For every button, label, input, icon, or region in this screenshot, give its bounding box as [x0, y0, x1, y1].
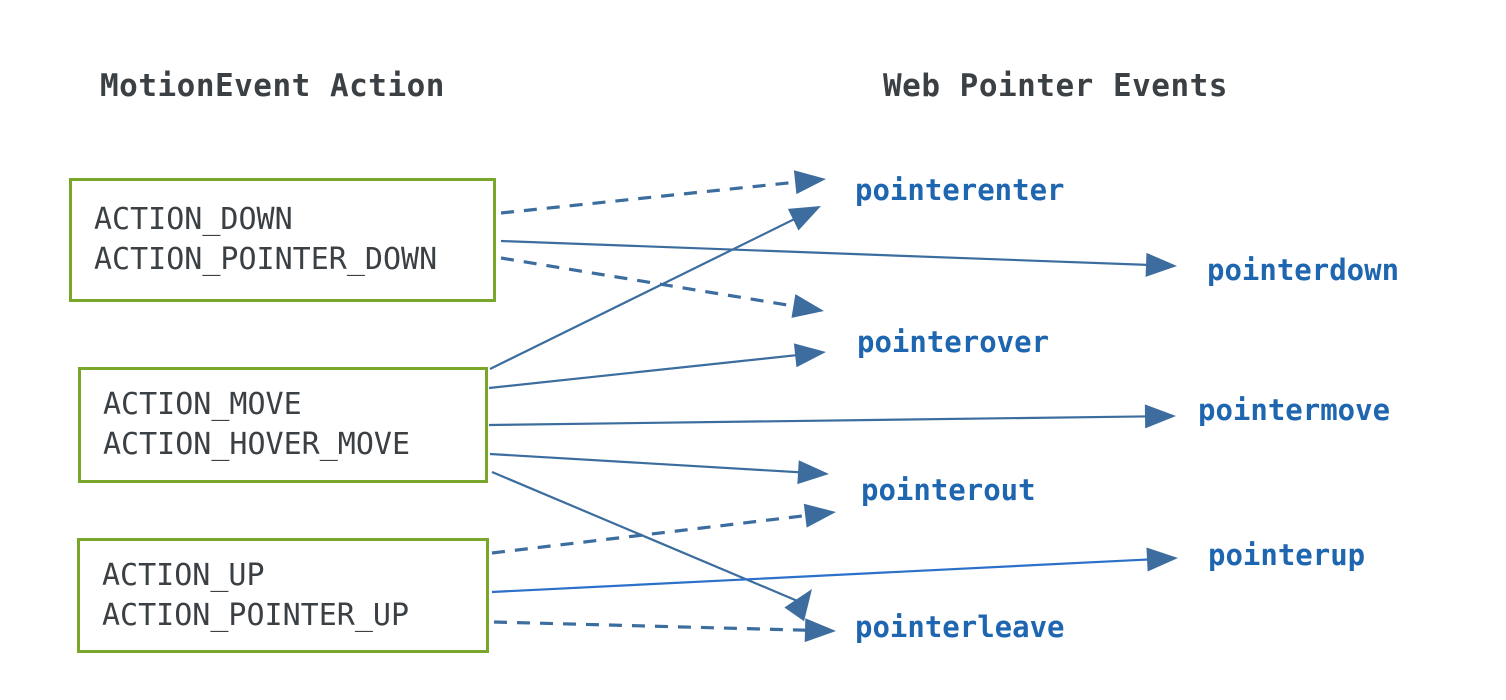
- arrowhead-icon: [797, 460, 829, 485]
- event-label-pointerenter: pointerenter: [855, 173, 1065, 207]
- event-label-pointerleave: pointerleave: [855, 610, 1065, 644]
- action-label: ACTION_POINTER_DOWN: [94, 242, 438, 277]
- event-label-pointerdown: pointerdown: [1207, 253, 1400, 287]
- arrow-pointerenter-dashed: [500, 170, 826, 215]
- arrowhead-icon: [804, 618, 836, 643]
- arrow-pointerover-dashed: [500, 256, 824, 318]
- event-label-pointerup: pointerup: [1208, 538, 1366, 572]
- arrow-pointerleave-solid: [491, 470, 812, 622]
- event-label-pointerover: pointerover: [857, 325, 1050, 359]
- motionevent-box-up: ACTION_UP ACTION_POINTER_UP: [77, 538, 489, 653]
- action-label: ACTION_POINTER_UP: [102, 597, 410, 633]
- arrow-pointerover-solid: [488, 343, 826, 390]
- column-header-motionevent-action: MotionEvent Action: [100, 68, 445, 104]
- action-label: ACTION_DOWN: [94, 202, 293, 237]
- arrowhead-icon: [784, 589, 812, 622]
- action-label: ACTION_MOVE: [103, 387, 302, 422]
- arrowhead-icon: [793, 170, 826, 195]
- motionevent-box-move: ACTION_MOVE ACTION_HOVER_MOVE: [78, 367, 488, 483]
- event-label-pointermove: pointermove: [1198, 393, 1391, 427]
- column-header-web-pointer-events: Web Pointer Events: [883, 68, 1228, 104]
- arrowhead-icon: [1145, 252, 1177, 277]
- arrow-pointermove-solid: [488, 404, 1176, 429]
- event-label-pointerout: pointerout: [861, 473, 1036, 507]
- motionevent-box-down: ACTION_DOWN ACTION_POINTER_DOWN: [69, 178, 496, 302]
- arrow-pointerenter-solid: [489, 206, 821, 370]
- arrowhead-icon: [787, 206, 821, 231]
- arrowhead-icon: [791, 294, 824, 318]
- arrow-pointerup-solid: [491, 547, 1178, 594]
- arrowhead-icon: [1146, 547, 1178, 572]
- arrowhead-icon: [1144, 404, 1176, 429]
- arrow-pointerdown-solid: [500, 239, 1177, 277]
- action-label: ACTION_UP: [102, 557, 265, 593]
- action-label: ACTION_HOVER_MOVE: [103, 427, 411, 462]
- arrow-pointerout-solid: [489, 452, 829, 485]
- arrowhead-icon: [793, 343, 826, 368]
- arrowhead-icon: [803, 503, 836, 528]
- arrow-pointerleave-dashed: [493, 618, 836, 643]
- arrow-pointerout-dashed: [491, 503, 836, 555]
